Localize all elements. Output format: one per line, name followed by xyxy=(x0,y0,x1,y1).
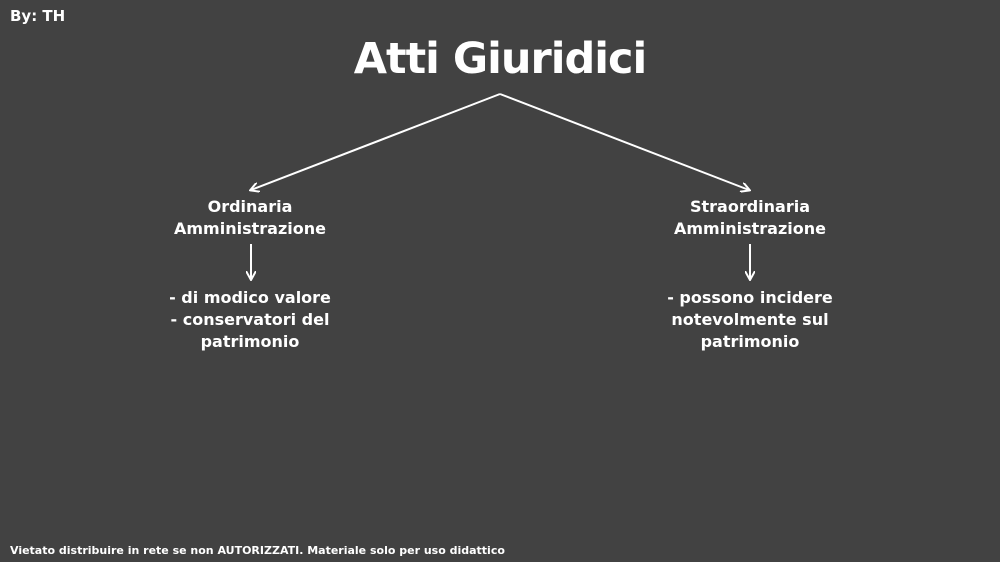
author-label: By: TH xyxy=(10,7,66,25)
straordinaria-heading-line: Amministrazione xyxy=(674,219,826,238)
ordinaria-heading: Ordinaria Amministrazione xyxy=(120,196,380,240)
straordinaria-details: - possono incidere notevolmente sul patr… xyxy=(620,287,880,353)
diagram-title: Atti Giuridici xyxy=(353,34,647,84)
arrow-to-ordinaria xyxy=(251,93,501,190)
straordinaria-detail-line: - possono incidere xyxy=(667,288,833,307)
ordinaria-heading-line: Ordinaria xyxy=(207,197,293,216)
straordinaria-heading-line: Straordinaria xyxy=(689,197,811,216)
straordinaria-heading: Straordinaria Amministrazione xyxy=(620,196,880,240)
arrow-to-straordinaria xyxy=(499,93,749,190)
ordinaria-heading-line: Amministrazione xyxy=(174,219,326,238)
straordinaria-detail-line: patrimonio xyxy=(700,332,800,351)
ordinaria-detail-line: - di modico valore xyxy=(169,288,331,307)
ordinaria-details: - di modico valore - conservatori del pa… xyxy=(120,287,380,353)
footer-disclaimer: Vietato distribuire in rete se non AUTOR… xyxy=(10,544,505,557)
straordinaria-detail-line: notevolmente sul xyxy=(671,310,829,329)
ordinaria-detail-line: - conservatori del xyxy=(170,310,330,329)
ordinaria-detail-line: patrimonio xyxy=(200,332,300,351)
